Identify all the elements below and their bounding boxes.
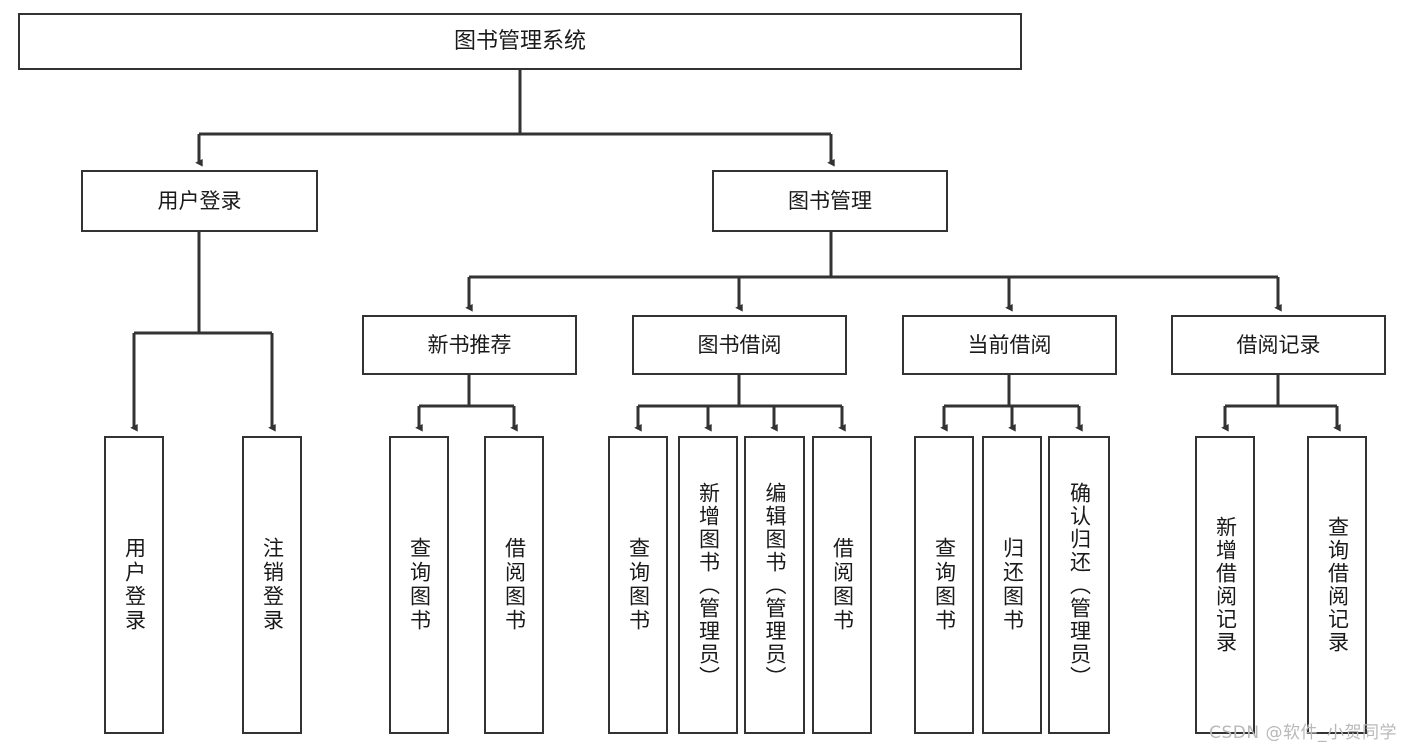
node-label: 确认归还（管理员） <box>1067 481 1092 689</box>
node-label: 图书管理系统 <box>453 28 586 54</box>
node-label: 注销登录 <box>260 537 285 633</box>
node-label: 当前借阅 <box>967 332 1052 357</box>
node-new-book-recommend[interactable]: 新书推荐 <box>362 315 577 375</box>
node-book-borrow[interactable]: 图书借阅 <box>632 315 847 375</box>
node-user-login[interactable]: 用户登录 <box>81 170 318 232</box>
node-label: 借阅记录 <box>1236 332 1321 357</box>
leaf-current-borrow-query-book[interactable]: 查询图书 <box>914 436 974 734</box>
leaf-current-borrow-confirm-return-admin[interactable]: 确认归还（管理员） <box>1048 436 1110 734</box>
node-label: 图书管理 <box>788 188 872 213</box>
leaf-user-login-login[interactable]: 用户登录 <box>104 436 164 734</box>
node-label: 查询图书 <box>932 537 957 633</box>
leaf-current-borrow-return-book[interactable]: 归还图书 <box>982 436 1042 734</box>
leaf-user-login-logout[interactable]: 注销登录 <box>242 436 302 734</box>
node-label: 归还图书 <box>1000 537 1025 633</box>
node-label: 新增图书（管理员） <box>696 481 721 689</box>
leaf-borrow-record-query-record[interactable]: 查询借阅记录 <box>1307 436 1367 734</box>
node-label: 用户登录 <box>122 537 147 633</box>
node-label: 借阅图书 <box>830 537 855 633</box>
leaf-book-borrow-borrow-book[interactable]: 借阅图书 <box>812 436 872 734</box>
node-label: 图书借阅 <box>697 332 782 357</box>
leaf-book-borrow-query-book[interactable]: 查询图书 <box>608 436 668 734</box>
node-label: 查询图书 <box>626 537 651 633</box>
leaf-book-borrow-edit-book-admin[interactable]: 编辑图书（管理员） <box>744 436 805 734</box>
node-book-management[interactable]: 图书管理 <box>712 170 948 232</box>
leaf-book-borrow-add-book-admin[interactable]: 新增图书（管理员） <box>678 436 738 734</box>
node-label: 编辑图书（管理员） <box>763 481 787 689</box>
node-label: 查询借阅记录 <box>1325 516 1350 654</box>
leaf-new-book-borrow-book[interactable]: 借阅图书 <box>484 436 544 734</box>
leaf-borrow-record-add-record[interactable]: 新增借阅记录 <box>1195 436 1255 734</box>
node-label: 新书推荐 <box>427 332 512 357</box>
node-borrow-record[interactable]: 借阅记录 <box>1171 315 1386 375</box>
csdn-watermark: CSDN @软件_小贺同学 <box>1209 723 1397 743</box>
node-label: 用户登录 <box>157 188 242 213</box>
node-label: 查询图书 <box>407 537 432 633</box>
node-root-book-management-system[interactable]: 图书管理系统 <box>18 13 1022 70</box>
node-label: 新增借阅记录 <box>1213 516 1238 654</box>
leaf-new-book-query-book[interactable]: 查询图书 <box>389 436 449 734</box>
node-current-borrow[interactable]: 当前借阅 <box>902 315 1117 375</box>
node-label: 借阅图书 <box>502 537 527 633</box>
